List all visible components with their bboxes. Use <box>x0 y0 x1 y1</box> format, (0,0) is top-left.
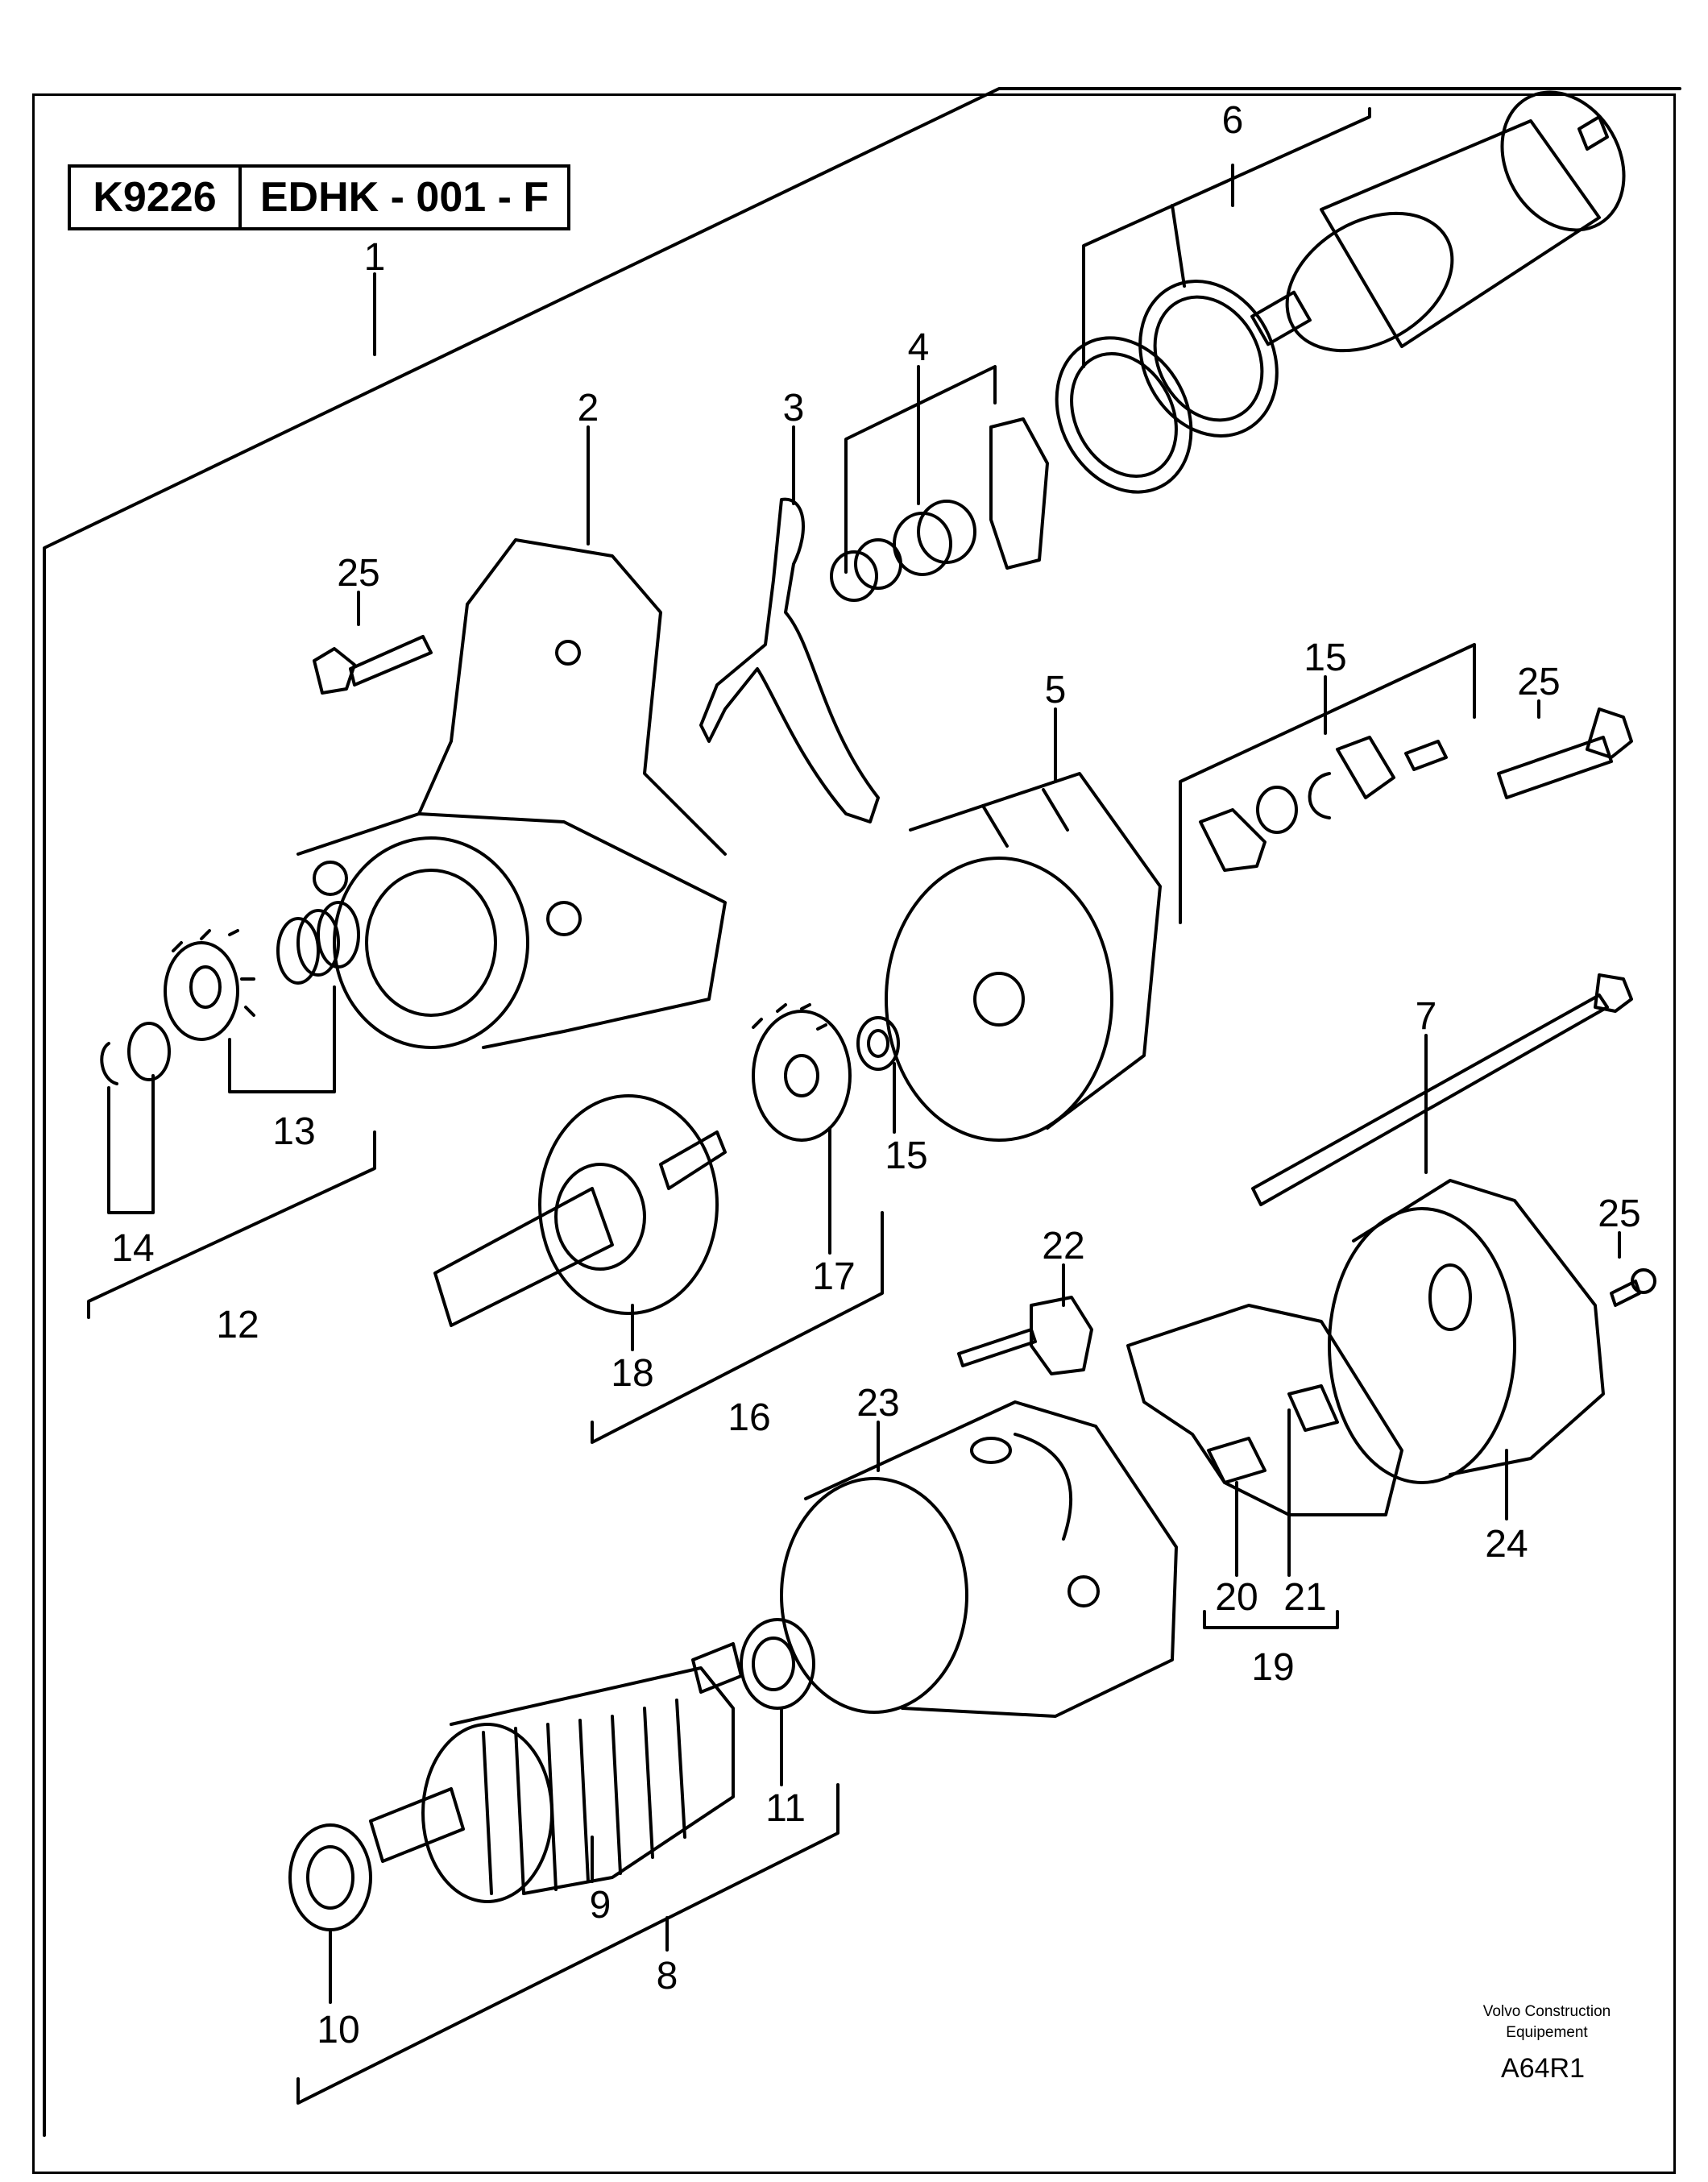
brush-holder <box>1126 1304 1403 1516</box>
bracket-12 <box>87 1130 376 1319</box>
front-housing <box>296 538 727 1049</box>
callout-17: 17 <box>812 1255 855 1298</box>
bracket-16 <box>591 1211 884 1444</box>
solenoid-switch <box>1250 90 1626 353</box>
assembly-bracket <box>43 87 1681 2137</box>
stop-ring <box>100 1022 171 1085</box>
armature <box>369 1642 743 1903</box>
washer-kit <box>1199 736 1448 872</box>
callout-5: 5 <box>1045 669 1067 711</box>
end-frame <box>1328 1179 1605 1484</box>
callout-25-housing: 25 <box>337 552 379 595</box>
housing-bolt <box>313 635 433 695</box>
callout-18: 18 <box>611 1352 653 1395</box>
callout-2: 2 <box>578 387 599 429</box>
plunger-spring <box>830 417 1049 602</box>
callout-23: 23 <box>856 1382 899 1425</box>
callout-15-kit: 15 <box>1304 637 1346 679</box>
brush-holder-clip <box>957 1296 1093 1375</box>
diagram-frame <box>32 93 1676 2174</box>
callout-20: 20 <box>1215 1576 1258 1619</box>
callout-16: 16 <box>728 1396 770 1439</box>
bracket-6 <box>1082 107 1371 368</box>
leader-6b <box>1171 204 1186 288</box>
callout-12: 12 <box>216 1304 259 1346</box>
callout-15-washer: 15 <box>885 1135 927 1177</box>
callout-3: 3 <box>783 387 805 429</box>
code-primary-box: K9226 <box>68 164 242 230</box>
callout-13: 13 <box>272 1110 315 1153</box>
output-shaft <box>433 1094 727 1327</box>
bracket-15-kit <box>1179 643 1476 924</box>
callout-10: 10 <box>317 2009 359 2051</box>
shift-lever <box>699 497 880 823</box>
yoke-assembly <box>780 1400 1178 1718</box>
through-bolt <box>1251 973 1633 1206</box>
callout-22: 22 <box>1042 1225 1084 1267</box>
callout-21: 21 <box>1283 1576 1326 1619</box>
mount-bolt <box>1497 707 1633 799</box>
pinion-gear <box>164 929 255 1041</box>
callout-6: 6 <box>1222 99 1244 142</box>
callout-19: 19 <box>1251 1646 1294 1689</box>
manufacturer-line1: Volvo Construction <box>1482 2003 1611 2020</box>
bracket-13 <box>228 985 336 1093</box>
ring-washer <box>856 1016 900 1071</box>
end-screw <box>1610 1268 1656 1307</box>
solenoid-gaskets <box>1055 280 1279 494</box>
bracket-14 <box>107 1074 155 1214</box>
code-secondary: EDHK - 001 - F <box>259 174 549 221</box>
bracket-19 <box>1203 1610 1339 1629</box>
bearing-front <box>288 1823 372 1931</box>
figure-code: A64R1 <box>1501 2053 1585 2084</box>
center-bracket <box>885 772 1162 1142</box>
callout-11: 11 <box>765 1787 806 1830</box>
callout-25-mount: 25 <box>1517 661 1560 703</box>
callout-4: 4 <box>908 326 930 369</box>
code-primary: K9226 <box>93 174 217 221</box>
callout-1: 1 <box>364 236 386 279</box>
callout-14: 14 <box>111 1227 154 1270</box>
planet-gear <box>752 1003 852 1142</box>
callout-24: 24 <box>1485 1523 1528 1566</box>
callout-25-end: 25 <box>1598 1193 1640 1235</box>
callout-7: 7 <box>1416 995 1437 1038</box>
manufacturer-line2: Equipement <box>1506 2024 1588 2041</box>
callout-8: 8 <box>657 1955 678 1997</box>
bracket-8 <box>296 1783 839 2105</box>
pinion-spring <box>276 901 360 985</box>
bracket-4 <box>844 365 997 574</box>
bearing-rear <box>740 1618 815 1710</box>
callout-9: 9 <box>590 1884 611 1927</box>
code-secondary-box: EDHK - 001 - F <box>242 164 570 230</box>
